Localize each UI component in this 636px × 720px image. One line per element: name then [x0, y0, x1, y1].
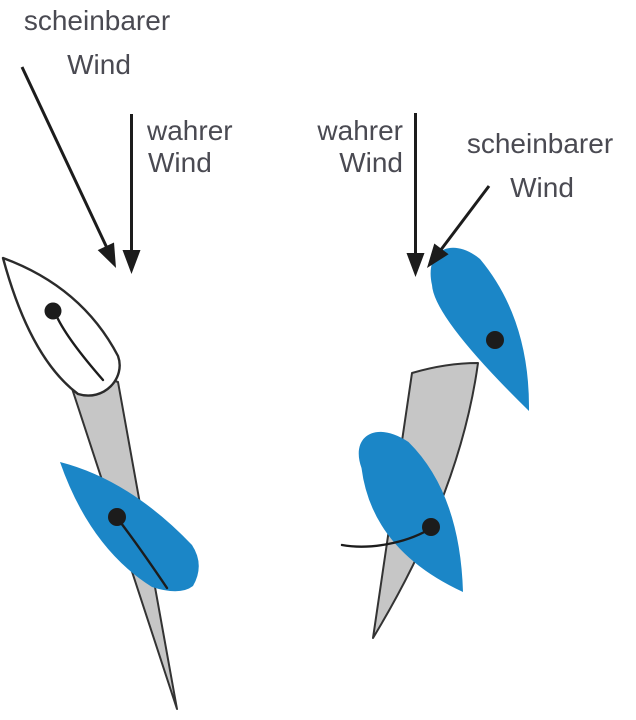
right-lower-blue-boat-hull	[358, 431, 463, 592]
left-true-wind-label-line1: wahrer	[146, 115, 233, 146]
left-blue-boat-sheet-line	[119, 521, 169, 590]
left-blue-boat-hull	[60, 462, 199, 592]
right-lower-blue-boat-mast-dot	[422, 518, 440, 536]
left-true-wind-label-line2: Wind	[148, 147, 212, 178]
right-true-wind-label-line1: wahrer	[316, 115, 403, 146]
right-lower-blue-boat-sheet-line	[340, 528, 430, 548]
right-top-blue-boat-hull	[430, 247, 530, 411]
right-top-blue-boat-mast-dot	[486, 331, 504, 349]
right-apparent-wind-label-line1: scheinbarer	[467, 128, 613, 159]
left-white-boat-mast-dot	[44, 302, 62, 320]
left-apparent-wind-arrowhead	[97, 242, 116, 268]
right-apparent-wind-label-line2: Wind	[510, 172, 574, 203]
left-blue-boat-mast-dot	[108, 508, 126, 526]
right-true-wind-label-line2: Wind	[339, 147, 403, 178]
left-apparent-wind-arrow-shaft	[20, 66, 109, 249]
left-apparent-wind-label-line1: scheinbarer	[24, 5, 170, 36]
left-apparent-wind-label-line2: Wind	[67, 49, 131, 80]
right-apparent-wind-arrow-shaft	[438, 185, 491, 252]
left-white-boat-sheet-line	[55, 315, 105, 382]
right-true-wind-arrowhead	[406, 253, 425, 277]
left-true-wind-arrowhead	[122, 250, 141, 274]
right-apparent-wind-arrowhead	[427, 243, 449, 268]
